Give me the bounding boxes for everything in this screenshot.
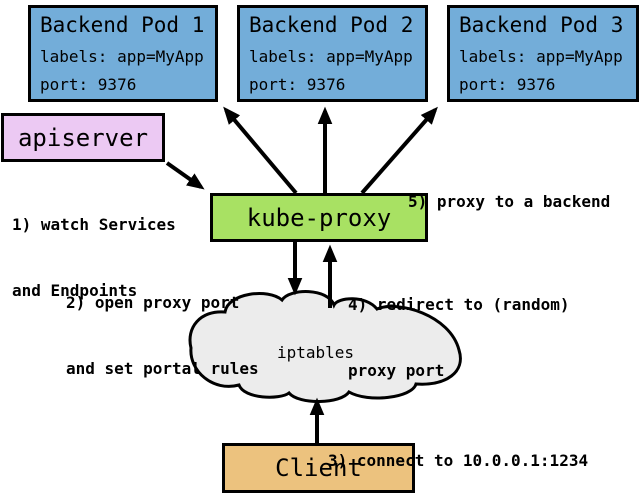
apiserver-box: apiserver [1, 113, 165, 162]
backend-pod-2-box: Backend Pod 2 labels: app=MyApp port: 93… [237, 5, 428, 102]
pod-title: Backend Pod 3 [459, 13, 624, 37]
arrow-watch-services [165, 161, 205, 190]
kube-proxy-label: kube-proxy [246, 203, 392, 232]
backend-pod-1-box: Backend Pod 1 labels: app=MyApp port: 93… [28, 5, 218, 102]
step-4-line-2: proxy port [348, 361, 445, 380]
step-5-annotation: 5) proxy to a backend [408, 147, 610, 257]
step-2-line-1: 2) open proxy port [66, 293, 240, 312]
step-4-line-1: 4) redirect to (random) [348, 295, 570, 314]
pod-title: Backend Pod 2 [249, 13, 414, 37]
step-4-annotation: 4) redirect to (random) proxy port [348, 250, 570, 426]
pod-title: Backend Pod 1 [40, 13, 205, 37]
pod-port: port: 9376 [40, 75, 137, 94]
pod-port: port: 9376 [249, 75, 346, 94]
pod-labels: labels: app=MyApp [459, 47, 623, 66]
step-2-annotation: 2) open proxy port and set portal rules [66, 248, 259, 424]
step-5-line-1: 5) proxy to a backend [408, 192, 611, 211]
step-1-line-1: 1) watch Services [12, 215, 176, 234]
iptables-cloud [188, 290, 462, 403]
step-3-line-1: 3) connect to 10.0.0.1:1234 [328, 451, 589, 470]
step-1-annotation: 1) watch Services and Endpoints [12, 170, 176, 346]
step-1-line-2: and Endpoints [12, 281, 138, 300]
backend-pod-3-box: Backend Pod 3 labels: app=MyApp port: 93… [447, 5, 639, 102]
pod-labels: labels: app=MyApp [40, 47, 204, 66]
client-box: Client [222, 443, 415, 493]
kube-proxy-box: kube-proxy [210, 193, 428, 242]
pod-labels: labels: app=MyApp [249, 47, 413, 66]
apiserver-label: apiserver [17, 123, 149, 152]
arrow-proxy-to-pod-3 [360, 106, 438, 195]
step-2-line-2: and set portal rules [66, 359, 259, 378]
step-3-annotation: 3) connect to 10.0.0.1:1234 [328, 406, 588, 494]
client-label: Client [275, 454, 362, 482]
iptables-label: iptables [277, 343, 355, 362]
pod-port: port: 9376 [459, 75, 556, 94]
arrow-proxy-to-pod-1 [223, 106, 298, 195]
